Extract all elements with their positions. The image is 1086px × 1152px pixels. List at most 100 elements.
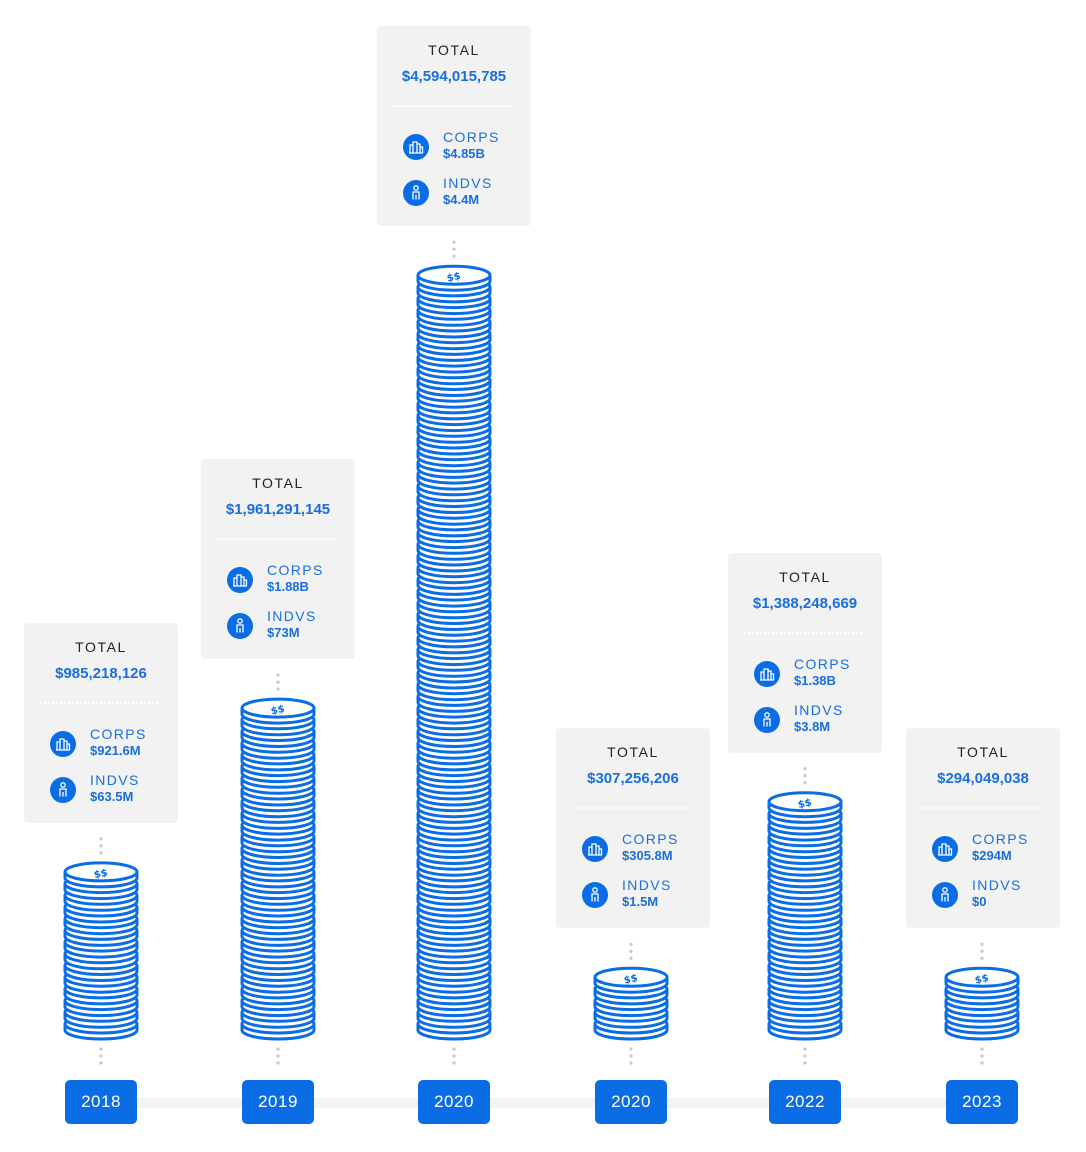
coin-stack-2023: $$ <box>944 966 1020 1041</box>
corps-label: CORPS <box>794 655 851 672</box>
leader-dots-bottom <box>99 1047 103 1065</box>
person-icon <box>227 613 253 640</box>
coin-stack-2020: $$ <box>416 264 492 1041</box>
dollar-coin-icon: $$ <box>623 973 639 987</box>
leader-dot <box>980 1047 984 1051</box>
leader-dots-top <box>629 942 633 960</box>
total-label: TOTAL <box>779 568 831 585</box>
indvs-value: $0 <box>972 894 987 910</box>
card-divider <box>393 105 511 108</box>
leader-dot <box>99 851 103 855</box>
indvs-value: $4.4M <box>443 192 480 208</box>
corps-label: CORPS <box>443 129 500 146</box>
leader-dot <box>99 1047 103 1051</box>
total-amount: $1,961,291,145 <box>225 501 331 519</box>
leader-dots-top <box>980 942 984 960</box>
leader-dot <box>629 942 633 946</box>
person-icon <box>932 882 958 909</box>
leader-dot <box>629 1054 633 1058</box>
corps-value: $294M <box>972 848 1012 864</box>
indvs-label: INDVS <box>267 608 317 625</box>
card-divider <box>922 807 1040 810</box>
indvs-label: INDVS <box>972 877 1022 894</box>
coin-stack-2019: $$ <box>240 697 316 1041</box>
person-icon <box>754 706 780 733</box>
indvs-value: $63.5M <box>90 788 134 804</box>
leader-dot <box>452 247 456 251</box>
corps-value: $4.85B <box>443 146 485 162</box>
leader-dots-bottom <box>980 1047 984 1065</box>
coin <box>767 791 843 819</box>
total-amount: $1,388,248,669 <box>752 594 858 612</box>
corps-label: CORPS <box>972 831 1029 848</box>
year-button-2020[interactable]: 2020 <box>418 1080 490 1124</box>
leader-dot <box>803 767 807 771</box>
building-icon <box>932 836 958 863</box>
leader-dot <box>629 1047 633 1051</box>
leader-dot <box>276 1054 280 1058</box>
leader-dots-bottom <box>803 1047 807 1065</box>
dollar-coin-icon: $$ <box>270 704 286 718</box>
total-amount: $4,594,015,785 <box>401 68 507 86</box>
year-button-2018[interactable]: 2018 <box>65 1080 137 1124</box>
leader-dot <box>980 1061 984 1065</box>
coin <box>944 966 1020 994</box>
leader-dot <box>803 1054 807 1058</box>
total-label: TOTAL <box>75 638 127 655</box>
leader-dot <box>452 254 456 258</box>
total-label: TOTAL <box>252 475 304 492</box>
person-icon <box>50 776 76 803</box>
dollar-coin-icon: $$ <box>797 797 813 811</box>
leader-dot <box>452 1061 456 1065</box>
corps-value: $1.88B <box>267 579 309 595</box>
leader-dot <box>629 949 633 953</box>
leader-dot <box>629 956 633 960</box>
corps-label: CORPS <box>267 562 324 579</box>
dollar-coin-icon: $$ <box>446 271 462 285</box>
leader-dots-top <box>803 767 807 785</box>
leader-dots-bottom <box>452 1047 456 1065</box>
building-icon <box>403 134 429 161</box>
leader-dot <box>276 1061 280 1065</box>
leader-dot <box>980 949 984 953</box>
leader-dot <box>452 1047 456 1051</box>
leader-dot <box>803 1047 807 1051</box>
year-button-2022[interactable]: 2022 <box>769 1080 841 1124</box>
card-divider <box>744 631 862 634</box>
building-icon <box>754 660 780 687</box>
leader-dots-bottom <box>276 1047 280 1065</box>
leader-dot <box>276 680 280 684</box>
coin <box>593 966 669 994</box>
year-button-2020[interactable]: 2020 <box>595 1080 667 1124</box>
year-button-2019[interactable]: 2019 <box>242 1080 314 1124</box>
year-button-2023[interactable]: 2023 <box>946 1080 1018 1124</box>
dollar-coin-icon: $$ <box>974 973 990 987</box>
leader-dot <box>803 781 807 785</box>
building-icon <box>582 836 608 863</box>
indvs-label: INDVS <box>622 877 672 894</box>
leader-dot <box>980 942 984 946</box>
corps-label: CORPS <box>90 725 147 742</box>
total-label: TOTAL <box>607 744 659 761</box>
total-label: TOTAL <box>428 42 480 59</box>
coin <box>240 697 316 725</box>
indvs-label: INDVS <box>443 175 493 192</box>
leader-dot <box>99 837 103 841</box>
leader-dot <box>803 774 807 778</box>
total-amount: $294,049,038 <box>937 770 1029 788</box>
leader-dots-top <box>452 240 456 258</box>
person-icon <box>582 882 608 909</box>
leader-dot <box>99 1061 103 1065</box>
leader-dot <box>452 1054 456 1058</box>
card-divider <box>40 701 158 704</box>
indvs-label: INDVS <box>794 701 844 718</box>
leader-dot <box>803 1061 807 1065</box>
indvs-value: $3.8M <box>794 718 831 734</box>
building-icon <box>227 567 253 594</box>
